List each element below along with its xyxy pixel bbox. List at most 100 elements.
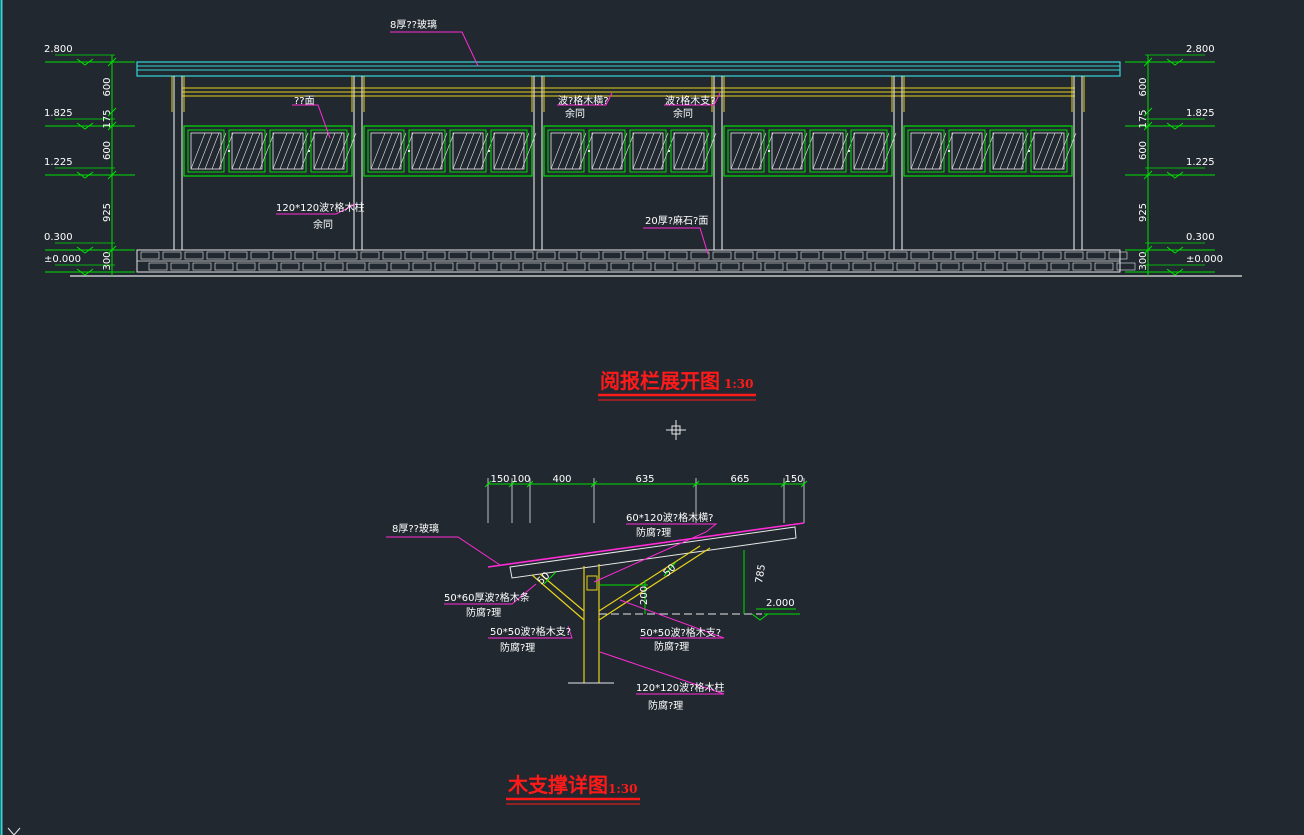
panel-hatch	[218, 132, 234, 170]
panel-frame	[629, 129, 667, 173]
level-label: ±0.000	[1186, 254, 1223, 265]
stone	[800, 251, 820, 260]
detail-dim-label: 400	[552, 474, 571, 485]
stone	[1094, 262, 1114, 271]
label-panel: ??面	[294, 96, 315, 107]
panel-bay-4	[723, 125, 893, 177]
panel-glass	[411, 132, 443, 170]
panel-hatch	[687, 132, 703, 170]
detail-label-brace-right-note: 防腐?理	[654, 640, 689, 653]
panel-hatch	[619, 132, 635, 170]
segment-label: 300	[102, 251, 113, 270]
detail-level-2000: 2.000	[766, 598, 795, 609]
panel-hatch	[564, 132, 580, 170]
detail-dim-tick	[780, 480, 788, 488]
level-marker-icon	[76, 246, 94, 254]
stone	[610, 262, 630, 271]
stone	[228, 251, 248, 260]
panel-hatch	[334, 132, 350, 170]
elevation-drawing: 2.8001.8251.2250.300±0.00060017560092530…	[44, 18, 1242, 401]
panel-frame	[1030, 129, 1068, 173]
panel-glass	[673, 132, 705, 170]
stone	[324, 262, 344, 271]
dim-tick	[107, 121, 117, 131]
detail-scale: 1:30	[608, 782, 637, 796]
panel-hatch	[917, 132, 933, 170]
panel-hatch	[979, 132, 995, 170]
detail-leader-column	[599, 651, 725, 695]
panel-hatch	[744, 132, 760, 170]
panel-hatch	[231, 132, 247, 170]
stone	[390, 262, 410, 271]
segment-label: 300	[1138, 251, 1149, 270]
panel-glass	[272, 132, 304, 170]
panel-hatch	[473, 132, 489, 170]
detail-glass	[487, 522, 805, 568]
panel-hatch	[293, 132, 309, 170]
label-glass: 8厚??玻璃	[390, 18, 437, 31]
stone	[148, 262, 168, 271]
label-beam-same: 余同	[565, 107, 585, 120]
stone	[720, 262, 740, 271]
panel-hatch	[425, 132, 441, 170]
stone	[236, 262, 256, 271]
panel-hatch	[245, 132, 261, 170]
stone	[896, 262, 916, 271]
detail-label-brace-right: 50*50波?格木支?	[640, 626, 721, 639]
detail-label-glass: 8厚??玻璃	[392, 522, 439, 535]
level-label: 2.800	[44, 44, 73, 55]
stone	[162, 251, 182, 260]
label-brace-same: 余同	[673, 107, 693, 120]
stone	[962, 262, 982, 271]
stone	[822, 251, 842, 260]
panel-frame	[850, 129, 888, 173]
detail-column-bracket	[586, 575, 598, 591]
panel-frame	[367, 129, 405, 173]
stone	[470, 251, 490, 260]
stone	[368, 262, 388, 271]
dim-tick	[1143, 57, 1153, 67]
panel-hatch	[238, 132, 254, 170]
stone	[1064, 251, 1084, 260]
panel-glass	[313, 132, 345, 170]
level-marker-icon	[76, 122, 94, 130]
stone	[852, 262, 872, 271]
stone	[338, 251, 358, 260]
panel-hatch	[598, 132, 614, 170]
panel-hatch	[391, 132, 407, 170]
label-column-same: 余同	[313, 218, 333, 231]
stone	[1086, 251, 1106, 260]
panel-hatch	[398, 132, 414, 170]
segment-label: 925	[1138, 203, 1149, 222]
leader-glass	[390, 31, 479, 67]
panel-glass	[910, 132, 942, 170]
stone	[434, 262, 454, 271]
panel-hatch	[612, 132, 628, 170]
panel-hatch	[211, 132, 227, 170]
detail-brace-right	[598, 547, 711, 621]
panel-handle	[408, 150, 410, 152]
panel-hatch	[605, 132, 621, 170]
stone	[632, 262, 652, 271]
panel-hatch	[771, 132, 787, 170]
stone	[1020, 251, 1040, 260]
panel-hatch	[860, 132, 876, 170]
panel-hatch	[320, 132, 336, 170]
panel-hatch	[639, 132, 655, 170]
panel-glass	[1033, 132, 1065, 170]
panel-hatch	[370, 132, 386, 170]
detail-title: 木支撑详图	[507, 773, 608, 797]
leader-granite	[643, 227, 709, 255]
panel-glass	[730, 132, 762, 170]
detail-dim-tick	[526, 480, 534, 488]
panel-hatch	[931, 132, 947, 170]
dim-tick	[1143, 245, 1153, 255]
level-marker-icon	[1166, 58, 1184, 66]
stone	[668, 251, 688, 260]
detail-label-brace-left-note: 防腐?理	[500, 641, 535, 654]
stone	[984, 262, 1004, 271]
stone	[698, 262, 718, 271]
panel-hatch	[701, 132, 717, 170]
detail-dim-200: 200	[639, 586, 650, 605]
